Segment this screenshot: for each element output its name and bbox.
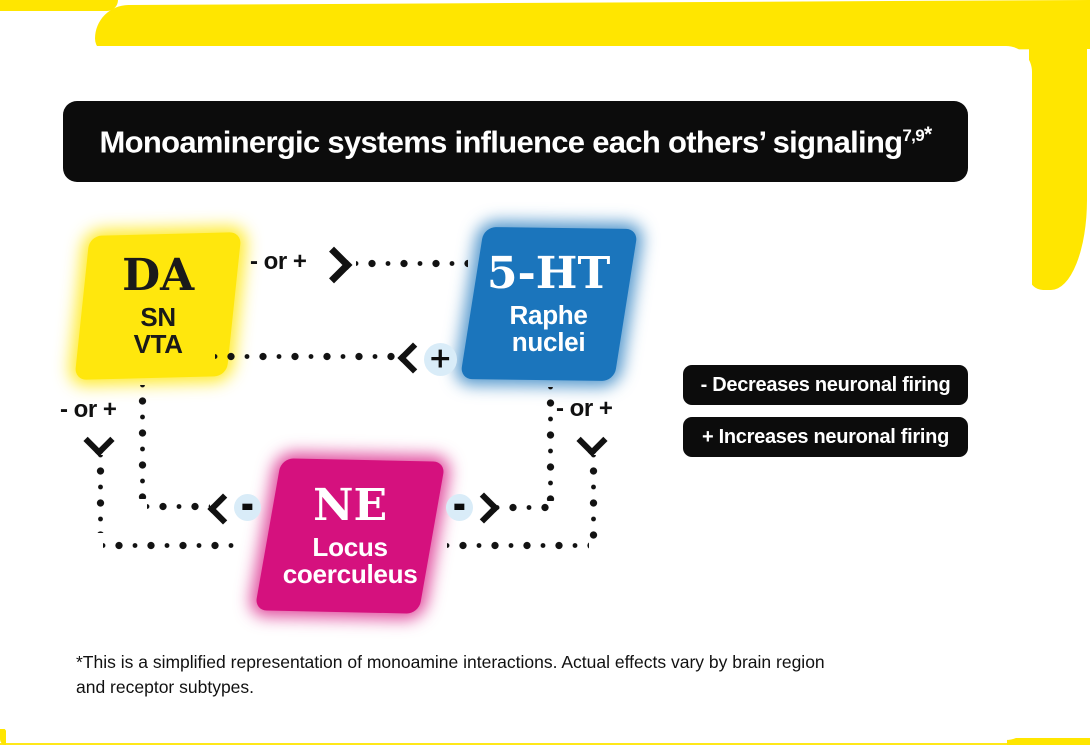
- node-5ht-abbr: 5-HT: [487, 247, 611, 299]
- node-da-region-sn: SN: [140, 301, 176, 332]
- node-ne-region-locus: Locus: [312, 531, 388, 562]
- dotted-line-v: [589, 455, 598, 539]
- yellow-swoosh-top-sliver: [0, 0, 118, 11]
- yellow-swoosh-right-strip: [1029, 24, 1087, 290]
- dotted-line-h: [147, 502, 210, 511]
- node-5ht-region-nuclei: nuclei: [512, 326, 586, 358]
- dotted-line-v: [96, 455, 105, 533]
- dotted-line-h: [215, 352, 399, 361]
- footnote-line-2: and receptor subtypes.: [76, 676, 255, 697]
- node-da-abbr: DA: [121, 249, 195, 301]
- dotted-line-h: [497, 503, 550, 512]
- footnote-line-1: *This is a simplified representation of …: [76, 652, 825, 672]
- dotted-line-v: [138, 385, 147, 499]
- title-asterisk: *: [923, 122, 932, 146]
- edge-da-to-5ht-label: - or +: [250, 248, 307, 275]
- edge-5ht-to-ne-label: - or +: [556, 395, 613, 422]
- edge-da-to-ne-label: - or +: [60, 396, 117, 423]
- yellow-swoosh-bottom-left-corner: [0, 729, 6, 745]
- node-da-region-vta: VTA: [133, 328, 183, 359]
- legend-increase: + Increases neuronal firing: [683, 417, 968, 457]
- title-text: Monoaminergic systems influence each oth…: [99, 124, 904, 160]
- node-5ht: 5-HT Raphe nuclei: [459, 226, 639, 382]
- minus-badge: -: [446, 480, 473, 531]
- reference-superscript: 7,9*: [902, 122, 932, 146]
- node-5ht-region-raphe: Raphe: [509, 299, 589, 330]
- legend-decrease: - Decreases neuronal firing: [683, 365, 968, 405]
- title-bar: Monoaminergic systems influence each oth…: [63, 101, 968, 182]
- footnote: *This is a simplified representation of …: [76, 650, 986, 700]
- page-title: Monoaminergic systems influence each oth…: [99, 122, 933, 160]
- dotted-line-h: [447, 541, 589, 550]
- dotted-line-h: [356, 259, 468, 268]
- yellow-swoosh-bottom-right-segment: [1007, 738, 1090, 745]
- plus-badge: +: [424, 342, 457, 376]
- dotted-line-h: [103, 541, 243, 550]
- node-ne: NE Locus coerculeus: [254, 458, 446, 614]
- yellow-swoosh-bottom-line: [0, 743, 1090, 745]
- dotted-line-v: [546, 387, 555, 501]
- node-ne-region-coerculeus: coerculeus: [282, 559, 418, 590]
- node-ne-abbr: NE: [312, 479, 388, 531]
- minus-badge: -: [234, 480, 261, 531]
